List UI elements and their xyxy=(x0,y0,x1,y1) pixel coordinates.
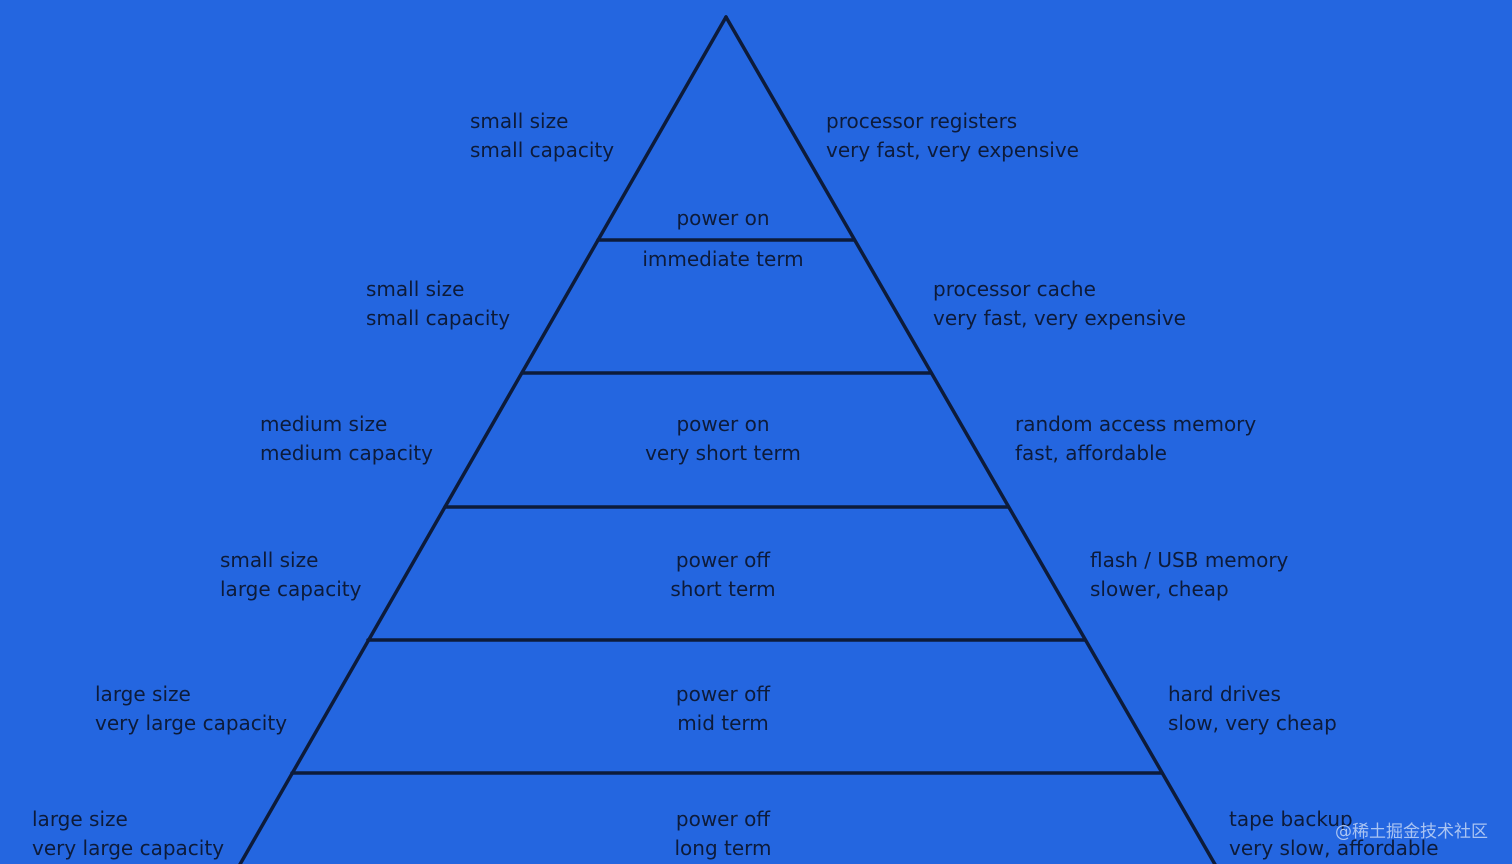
watermark-text: @稀土掘金技术社区 xyxy=(1335,822,1488,842)
pyramid-right-edge xyxy=(724,15,1217,864)
level-5-left-label: large size very large capacity xyxy=(95,680,287,738)
level-2-speed-cost: very fast, very expensive xyxy=(933,306,1186,330)
level-2-right-label: processor cache very fast, very expensiv… xyxy=(933,275,1186,333)
level-6-capacity: very large capacity xyxy=(32,836,225,860)
pyramid-left-edge xyxy=(238,15,728,864)
level-6-power: power off xyxy=(675,807,771,831)
level-6-device: tape backup xyxy=(1229,807,1353,831)
level-3-device: random access memory xyxy=(1015,412,1257,436)
level-2-center-label: immediate term xyxy=(642,245,803,274)
level-3-power: power on xyxy=(676,412,770,436)
level-4-term: short term xyxy=(670,577,776,601)
level-6-right-label: tape backup very slow, affordable xyxy=(1229,805,1439,863)
level-3-right-label: random access memory fast, affordable xyxy=(1015,410,1256,468)
level-4-size: small size xyxy=(220,548,319,572)
level-3-capacity: medium capacity xyxy=(260,441,433,465)
level-5-device: hard drives xyxy=(1168,682,1281,706)
level-2-capacity: small capacity xyxy=(366,306,511,330)
level-4-right-label: flash / USB memory slower, cheap xyxy=(1090,546,1288,604)
level-4-left-label: small size large capacity xyxy=(220,546,361,604)
level-5-size: large size xyxy=(95,682,191,706)
level-2-term: immediate term xyxy=(642,247,804,271)
level-5-power: power off xyxy=(675,682,771,706)
level-1-capacity: small capacity xyxy=(470,138,615,162)
level-1-left-label: small size small capacity xyxy=(470,107,614,165)
level-6-center-label: power off long term xyxy=(674,805,771,863)
level-1-device: processor registers xyxy=(826,109,1018,133)
level-2-size: small size xyxy=(366,277,465,301)
level-2-left-label: small size small capacity xyxy=(366,275,510,333)
level-3-speed-cost: fast, affordable xyxy=(1015,441,1167,465)
level-4-device: flash / USB memory xyxy=(1090,548,1289,572)
level-4-center-label: power off short term xyxy=(670,546,775,604)
level-6-term: long term xyxy=(674,836,772,860)
level-3-term: very short term xyxy=(645,441,801,465)
level-1-center-label: power on xyxy=(676,204,769,233)
level-5-term: mid term xyxy=(677,711,769,735)
level-5-center-label: power off mid term xyxy=(676,680,770,738)
level-4-speed-cost: slower, cheap xyxy=(1090,577,1229,601)
level-6-size: large size xyxy=(32,807,128,831)
level-1-right-label: processor registers very fast, very expe… xyxy=(826,107,1079,165)
level-4-capacity: large capacity xyxy=(220,577,362,601)
level-6-speed-cost: very slow, affordable xyxy=(1229,836,1439,860)
level-1-power: power on xyxy=(676,206,770,230)
level-3-center-label: power on very short term xyxy=(645,410,801,468)
level-5-capacity: very large capacity xyxy=(95,711,288,735)
level-6-left-label: large size very large capacity xyxy=(32,805,224,863)
level-4-power: power off xyxy=(675,548,771,572)
level-1-speed-cost: very fast, very expensive xyxy=(826,138,1079,162)
level-1-size: small size xyxy=(470,109,569,133)
level-2-device: processor cache xyxy=(933,277,1096,301)
level-5-speed-cost: slow, very cheap xyxy=(1168,711,1337,735)
level-5-right-label: hard drives slow, very cheap xyxy=(1168,680,1337,738)
level-3-size: medium size xyxy=(260,412,388,436)
level-3-left-label: medium size medium capacity xyxy=(260,410,433,468)
